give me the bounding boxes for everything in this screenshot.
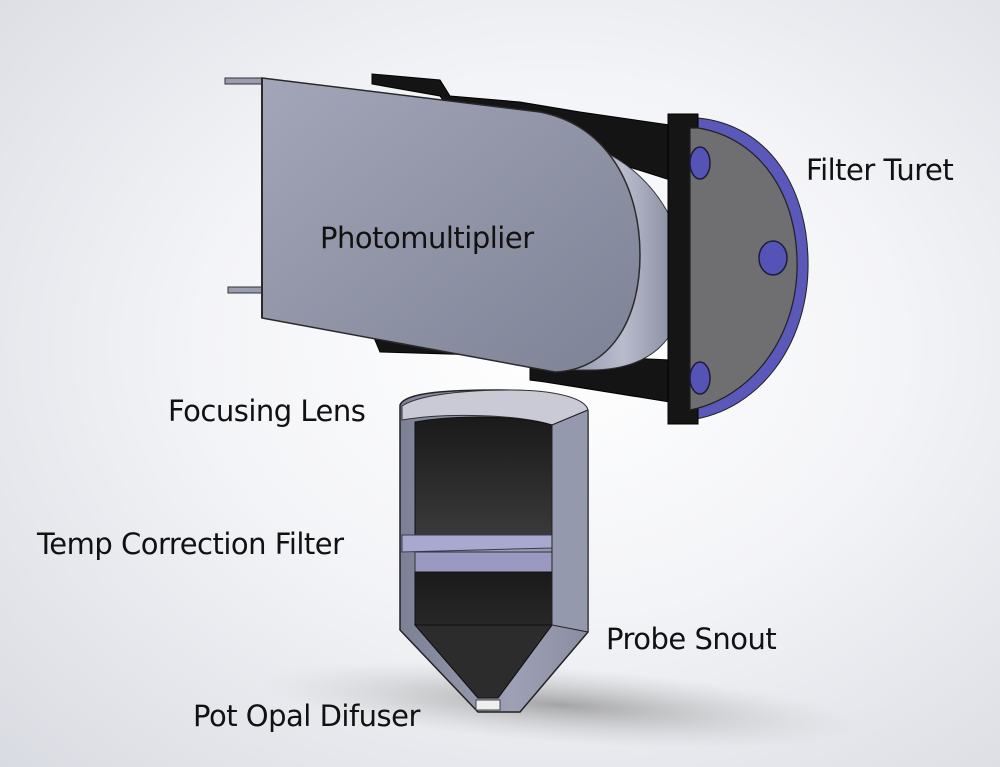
label-probe-snout: Probe Snout: [606, 622, 777, 656]
snout-cavity-upper: [414, 416, 553, 538]
snout-cone-interior: [413, 624, 553, 699]
connector-pin-bottom: [227, 286, 267, 294]
label-focusing-lens: Focusing Lens: [168, 394, 366, 428]
connector-pin-top: [224, 77, 266, 85]
snout-wall-cut: [551, 409, 589, 633]
floor-shadow: [260, 661, 860, 749]
label-filter-turret: Filter Turet: [806, 153, 954, 187]
temp-filter-edge: [414, 551, 553, 573]
turret-filter-hole-top: [689, 146, 711, 180]
focusing-lens-disc: [401, 389, 589, 426]
photomultiplier-part: [224, 73, 686, 403]
label-photomultiplier: Photomultiplier: [320, 221, 534, 255]
turret-filter-hole-mid: [758, 240, 788, 276]
turret-filter-hole-bottom: [689, 361, 711, 395]
probe-snout-part: [399, 389, 589, 713]
opal-diffuser: [475, 699, 501, 711]
label-temp-correction-filter: Temp Correction Filter: [37, 527, 344, 561]
filter-turret-part: [667, 113, 809, 425]
label-pot-opal-diffuser: Pot Opal Difuser: [193, 699, 420, 733]
turret-face: [689, 127, 798, 411]
photomultiplier-body: [261, 77, 641, 373]
